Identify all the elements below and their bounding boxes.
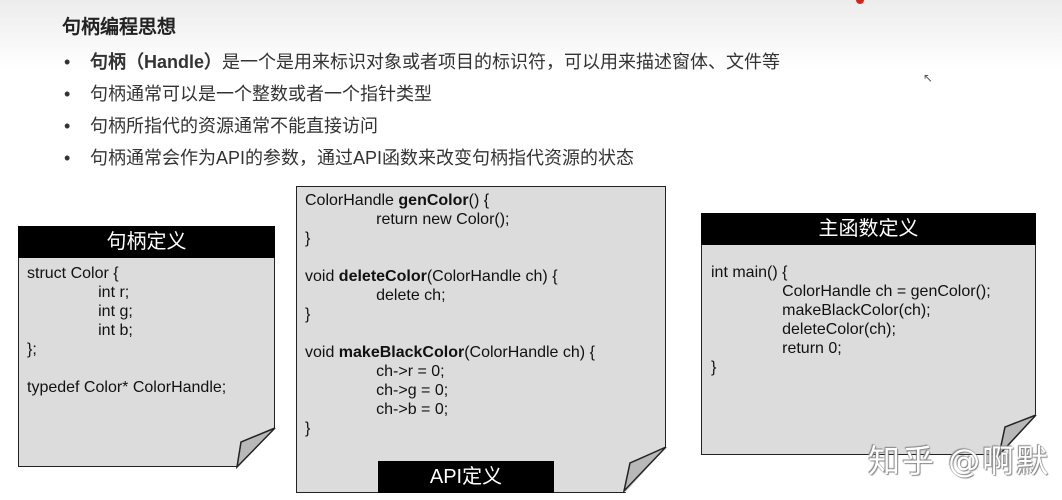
red-mark: [856, 0, 864, 4]
function-name: deleteColor: [338, 268, 427, 285]
code-text: ch->g = 0;: [305, 382, 449, 399]
bullet-item: • 句柄通常会作为API的参数，通过API函数来改变句柄指代资源的状态: [64, 146, 780, 178]
code-line: [305, 324, 595, 343]
handle-definition-header: 句柄定义: [18, 226, 275, 258]
code-text: (ColorHandle ch) {: [464, 344, 595, 361]
function-name: makeBlackColor: [338, 344, 465, 361]
code-text: ch->b = 0;: [305, 401, 449, 418]
code-text: ColorHandle: [305, 192, 399, 209]
code-text: return new Color();: [305, 211, 510, 228]
code-line: void makeBlackColor(ColorHandle ch) {: [305, 343, 595, 362]
main-definition-header: 主函数定义: [701, 213, 1036, 245]
function-name: genColor: [398, 192, 469, 209]
bullet-icon: •: [64, 116, 71, 136]
page-fold-icon: [622, 446, 667, 493]
code-text: void: [305, 268, 339, 285]
bullet-icon: •: [64, 84, 71, 104]
api-definition-code: ColorHandle genColor() { return new Colo…: [305, 191, 595, 438]
code-line: ch->r = 0;: [305, 362, 595, 381]
bullet-item: • 句柄所指代的资源通常不能直接访问: [64, 114, 780, 146]
main-definition-code: int main() { ColorHandle ch = genColor()…: [711, 264, 991, 376]
code-line: }: [305, 305, 595, 324]
api-definition-label: API定义: [378, 461, 554, 493]
watermark-logo: 知乎 @啊默: [868, 442, 1051, 480]
code-line: ch->g = 0;: [305, 381, 595, 400]
bullet-item: • 句柄通常可以是一个整数或者一个指针类型: [64, 82, 780, 114]
bullet-text: 句柄所指代的资源通常不能直接访问: [90, 116, 378, 136]
main-definition-note: [701, 213, 1036, 455]
code-text: }: [305, 420, 311, 437]
slide-title: 句柄编程思想: [62, 17, 177, 38]
bullet-icon: •: [64, 52, 71, 72]
bullet-list: • 句柄（Handle）是一个是用来标识对象或者项目的标识符，可以用来描述窗体、文…: [64, 50, 780, 178]
handle-definition-note: [18, 226, 275, 467]
code-line: ch->b = 0;: [305, 400, 595, 419]
code-text: }: [305, 230, 311, 247]
page-fold-icon: [997, 414, 1037, 457]
mouse-cursor-icon: ↖: [923, 71, 934, 85]
code-text: ch->r = 0;: [305, 363, 445, 380]
code-line: [305, 248, 595, 267]
bullet-text: 句柄通常可以是一个整数或者一个指针类型: [90, 84, 432, 104]
code-line: }: [305, 419, 595, 438]
code-line: void deleteColor(ColorHandle ch) {: [305, 267, 595, 286]
bullet-bold: 句柄（Handle）: [90, 52, 223, 72]
code-text: }: [305, 306, 311, 323]
code-line: ColorHandle genColor() {: [305, 191, 595, 210]
bullet-item: • 句柄（Handle）是一个是用来标识对象或者项目的标识符，可以用来描述窗体、文…: [64, 50, 780, 82]
bullet-icon: •: [64, 148, 71, 168]
code-text: (ColorHandle ch) {: [426, 268, 558, 285]
api-definition-note: [296, 186, 666, 493]
bullet-text: 是一个是用来标识对象或者项目的标识符，可以用来描述窗体、文件等: [222, 52, 781, 72]
code-line: delete ch;: [305, 286, 595, 305]
code-text: void: [305, 344, 339, 361]
handle-definition-code: struct Color { int r; int g; int b; }; t…: [27, 265, 227, 396]
code-line: }: [305, 229, 595, 248]
code-text: () {: [468, 192, 490, 209]
code-text: delete ch;: [305, 287, 446, 304]
bullet-text: 句柄通常会作为API的参数，通过API函数来改变句柄指代资源的状态: [90, 148, 635, 168]
page-fold-icon: [235, 427, 276, 469]
code-line: return new Color();: [305, 210, 595, 229]
